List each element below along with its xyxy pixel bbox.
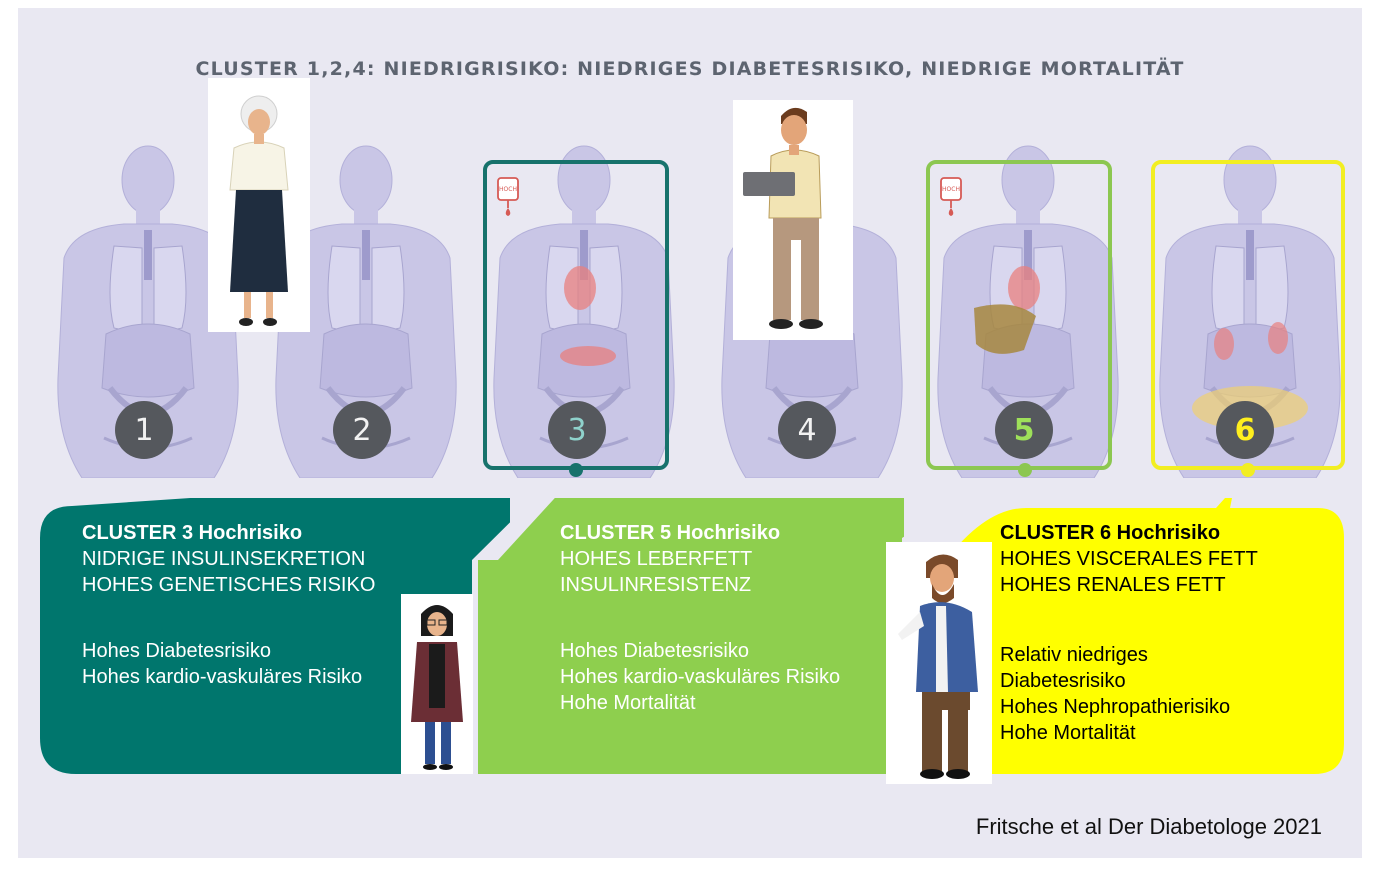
woman-with-glasses-illustration [401,594,473,774]
panel-risk: Hohe Mortalität [560,692,696,714]
cluster-5-panel: CLUSTER 5 Hochrisiko HOHES LEBERFETT INS… [474,498,904,774]
cluster-6-panel: CLUSTER 6 Hochrisiko HOHES VISCERALES FE… [886,498,1344,784]
cluster-6-badge: 6 [1216,401,1274,459]
cluster-3-panel: CLUSTER 3 Hochrisiko NIDRIGE INSULINSEKR… [40,498,510,774]
panel-risk: Relativ niedriges [1000,644,1148,666]
elderly-woman-illustration [208,78,310,332]
panel-risk: Hohes Diabetesrisiko [82,640,271,662]
panel-line: INSULINRESISTENZ [560,574,752,596]
cluster-5-badge: 5 [995,401,1053,459]
panel-line: HOHES GENETISCHES RISIKO [82,574,376,596]
diagram-title: CLUSTER 1,2,4: NIEDRIGRISIKO: NIEDRIGES … [195,58,1185,80]
panel-heading: CLUSTER 6 Hochrisiko [1000,522,1221,544]
blood-bag-icon: HOCH [496,176,520,220]
svg-text:HOCH: HOCH [942,186,960,193]
panel-heading: CLUSTER 5 Hochrisiko [560,522,781,544]
panel-risk: Hohes kardio-vaskuläres Risiko [560,666,841,688]
panel-risk: Hohe Mortalität [1000,722,1136,744]
cluster-2-badge: 2 [333,401,391,459]
cluster-3-badge: 3 [548,401,606,459]
panel-line: HOHES VISCERALES FETT [1000,548,1258,570]
cluster-1-badge: 1 [115,401,173,459]
body-figure [44,138,244,478]
panel-risk: Hohes Nephropathierisiko [1000,696,1231,718]
body-figure [1146,138,1346,478]
panel-line: NIDRIGE INSULINSEKRETION [82,548,366,570]
panel-risk: Diabetesrisiko [1000,670,1126,692]
blood-bag-icon: HOCH [939,176,963,220]
man-with-laptop-illustration [733,100,853,340]
body-figure [262,138,462,478]
bearded-man-illustration [886,542,992,784]
body-figure [480,138,680,478]
cluster-5-highlight-dot [1018,463,1032,477]
svg-text:HOCH: HOCH [499,186,517,193]
cluster-3-highlight-dot [569,463,583,477]
panel-risk: Hohes kardio-vaskuläres Risiko [82,666,363,688]
panel-heading: CLUSTER 3 Hochrisiko [82,522,303,544]
source-citation: Fritsche et al Der Diabetologe 2021 [975,814,1322,839]
cluster-6-highlight-dot [1241,463,1255,477]
panel-line: HOHES RENALES FETT [1000,574,1226,596]
diagram-canvas: CLUSTER 1,2,4: NIEDRIGRISIKO: NIEDRIGES … [18,8,1362,858]
panel-risk: Hohes Diabetesrisiko [560,640,749,662]
panel-line: HOHES LEBERFETT [560,548,753,570]
cluster-4-badge: 4 [778,401,836,459]
